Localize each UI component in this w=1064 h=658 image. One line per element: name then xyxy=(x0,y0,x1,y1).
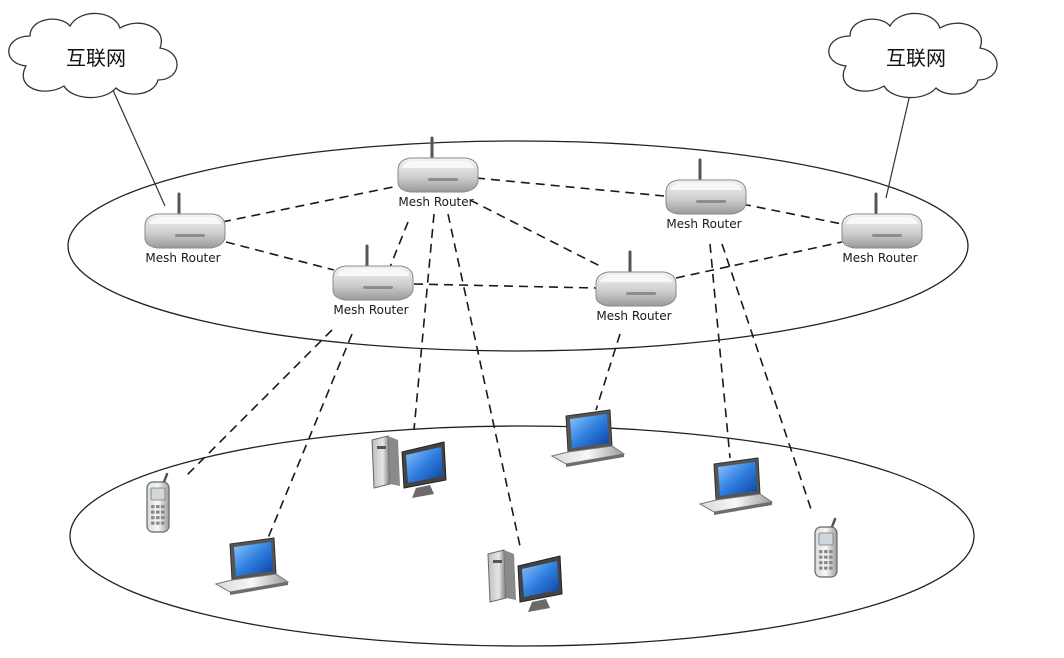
mesh-router: Mesh Router xyxy=(595,250,677,323)
cloud-icon xyxy=(8,12,178,99)
mobile-phone-icon xyxy=(814,517,838,578)
router-label: Mesh Router xyxy=(842,251,917,265)
mesh-router: Mesh Router xyxy=(144,192,226,265)
mesh-link xyxy=(413,283,597,289)
router-icon xyxy=(665,158,747,215)
client-link xyxy=(267,333,353,539)
mesh-router: Mesh Router xyxy=(332,244,414,317)
router-icon xyxy=(332,244,414,301)
mesh-router: Mesh Router xyxy=(397,136,479,209)
mesh-link xyxy=(387,221,409,273)
client-link xyxy=(721,243,813,513)
client-link xyxy=(447,213,521,547)
laptop-icon xyxy=(698,457,774,515)
router-icon xyxy=(841,192,923,249)
links-layer xyxy=(111,87,911,547)
client-link xyxy=(709,243,731,459)
router-label: Mesh Router xyxy=(333,303,408,317)
desktop-computer-icon xyxy=(487,549,563,612)
cloud-icon xyxy=(828,12,998,99)
cloud-internet-right: 互联网 xyxy=(828,12,998,99)
router-label: Mesh Router xyxy=(666,217,741,231)
laptop-icon xyxy=(214,537,290,595)
mesh-link xyxy=(221,185,399,223)
router-label: Mesh Router xyxy=(596,309,671,323)
mesh-router: Mesh Router xyxy=(841,192,923,265)
router-icon xyxy=(144,192,226,249)
cloud-internet-left: 互联网 xyxy=(8,12,178,99)
router-label: Mesh Router xyxy=(398,195,473,209)
router-label: Mesh Router xyxy=(145,251,220,265)
router-layer-ellipse xyxy=(67,140,969,352)
mesh-link xyxy=(225,241,335,271)
laptop-icon xyxy=(550,409,626,467)
router-icon xyxy=(397,136,479,193)
mesh-router: Mesh Router xyxy=(665,158,747,231)
client-link xyxy=(185,329,333,477)
cloud-label: 互联网 xyxy=(886,46,946,70)
uplink-line xyxy=(111,87,166,207)
desktop-computer-icon xyxy=(371,435,447,498)
cloud-label: 互联网 xyxy=(66,46,126,70)
client-link xyxy=(595,333,621,411)
client-link xyxy=(413,213,435,431)
client-layer-ellipse xyxy=(69,425,975,647)
mesh-link xyxy=(675,241,843,279)
uplink-line xyxy=(885,93,911,199)
mesh-link xyxy=(741,203,843,225)
mesh-link xyxy=(469,199,601,267)
mobile-phone-icon xyxy=(146,472,170,533)
mesh-link xyxy=(475,177,665,197)
router-icon xyxy=(595,250,677,307)
